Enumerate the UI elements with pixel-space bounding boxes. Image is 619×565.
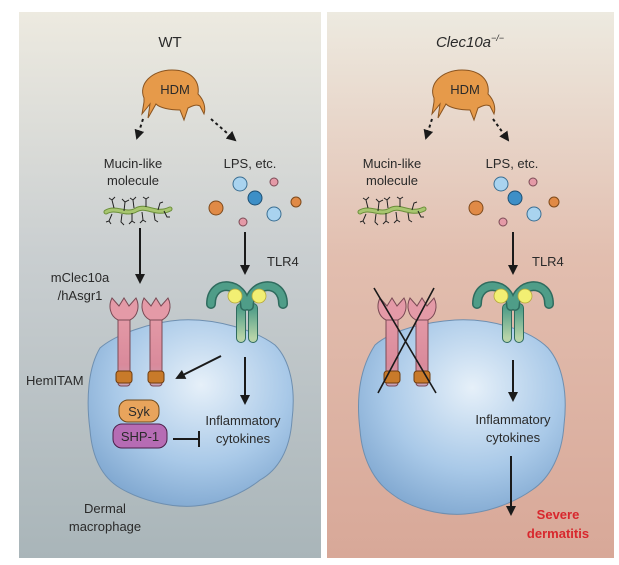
- ligand-dot: [247, 190, 263, 206]
- hemitam-label: HemITAM: [26, 373, 84, 388]
- receptor-label-line1: mClec10a: [51, 270, 110, 285]
- syk-label: Syk: [128, 404, 150, 419]
- arrow-tlr4-to-hemitam: [175, 355, 222, 379]
- title-gene: Clec10a: [436, 34, 491, 51]
- tlr4-label: TLR4: [532, 254, 564, 269]
- ligand-dot: [507, 190, 523, 206]
- macrophage-label-line2: macrophage: [69, 519, 141, 534]
- title-genotype-sup: −/−: [491, 33, 504, 43]
- lps-ligands: [468, 176, 560, 227]
- inhibition-arrow: [173, 431, 200, 447]
- ligand-dot: [548, 196, 560, 208]
- tlr4-label: TLR4: [267, 254, 299, 269]
- ligand-dot: [493, 176, 509, 192]
- cytokines-label-line1: Inflammatory: [205, 413, 281, 428]
- panel-wt: WT HDM Mucin-like molecule LPS, etc. mCl…: [19, 12, 321, 558]
- mucin-label-line1: Mucin-like: [363, 156, 422, 171]
- macrophage-label-line1: Dermal: [84, 501, 126, 516]
- dashed-arrow-to-lps: [210, 118, 237, 142]
- ligand-dot: [238, 217, 248, 227]
- cytokines-label-line2: cytokines: [486, 430, 541, 445]
- macrophage-cell: [87, 319, 294, 507]
- panel-knockout-title: Clec10a−/−: [436, 33, 504, 51]
- mucin-label-line2: molecule: [107, 173, 159, 188]
- ligand-dot: [232, 176, 248, 192]
- lps-label: LPS, etc.: [224, 156, 277, 171]
- ligand-dot: [290, 196, 302, 208]
- lps-label: LPS, etc.: [486, 156, 539, 171]
- mucin-label-line2: molecule: [366, 173, 418, 188]
- ligand-dot: [208, 200, 224, 216]
- panel-knockout: Clec10a−/− HDM Mucin-like molecule LPS, …: [327, 12, 614, 558]
- dashed-arrow-to-lps: [492, 118, 510, 142]
- ligand-dot: [528, 177, 538, 187]
- ligand-dot: [269, 177, 279, 187]
- hdm-label: HDM: [450, 82, 480, 97]
- ligand-dot: [526, 206, 542, 222]
- panel-wt-title: WT: [158, 34, 181, 51]
- outcome-label-line1: Severe: [537, 507, 580, 522]
- shp1-label: SHP-1: [121, 429, 159, 444]
- ligand-dot: [266, 206, 282, 222]
- shp1-node: [112, 423, 168, 449]
- syk-node: [118, 399, 160, 423]
- outcome-label-line2: dermatitis: [527, 526, 589, 541]
- cytokines-label-line2: cytokines: [216, 431, 271, 446]
- mucin-label-line1: Mucin-like: [104, 156, 163, 171]
- knockout-cross-icon: [373, 287, 437, 394]
- hdm-label: HDM: [160, 82, 190, 97]
- cytokines-label-line1: Inflammatory: [475, 412, 551, 427]
- ligand-dot: [468, 200, 484, 216]
- receptor-label-line2: /hAsgr1: [58, 288, 103, 303]
- lps-ligands: [208, 176, 302, 227]
- ligand-dot: [498, 217, 508, 227]
